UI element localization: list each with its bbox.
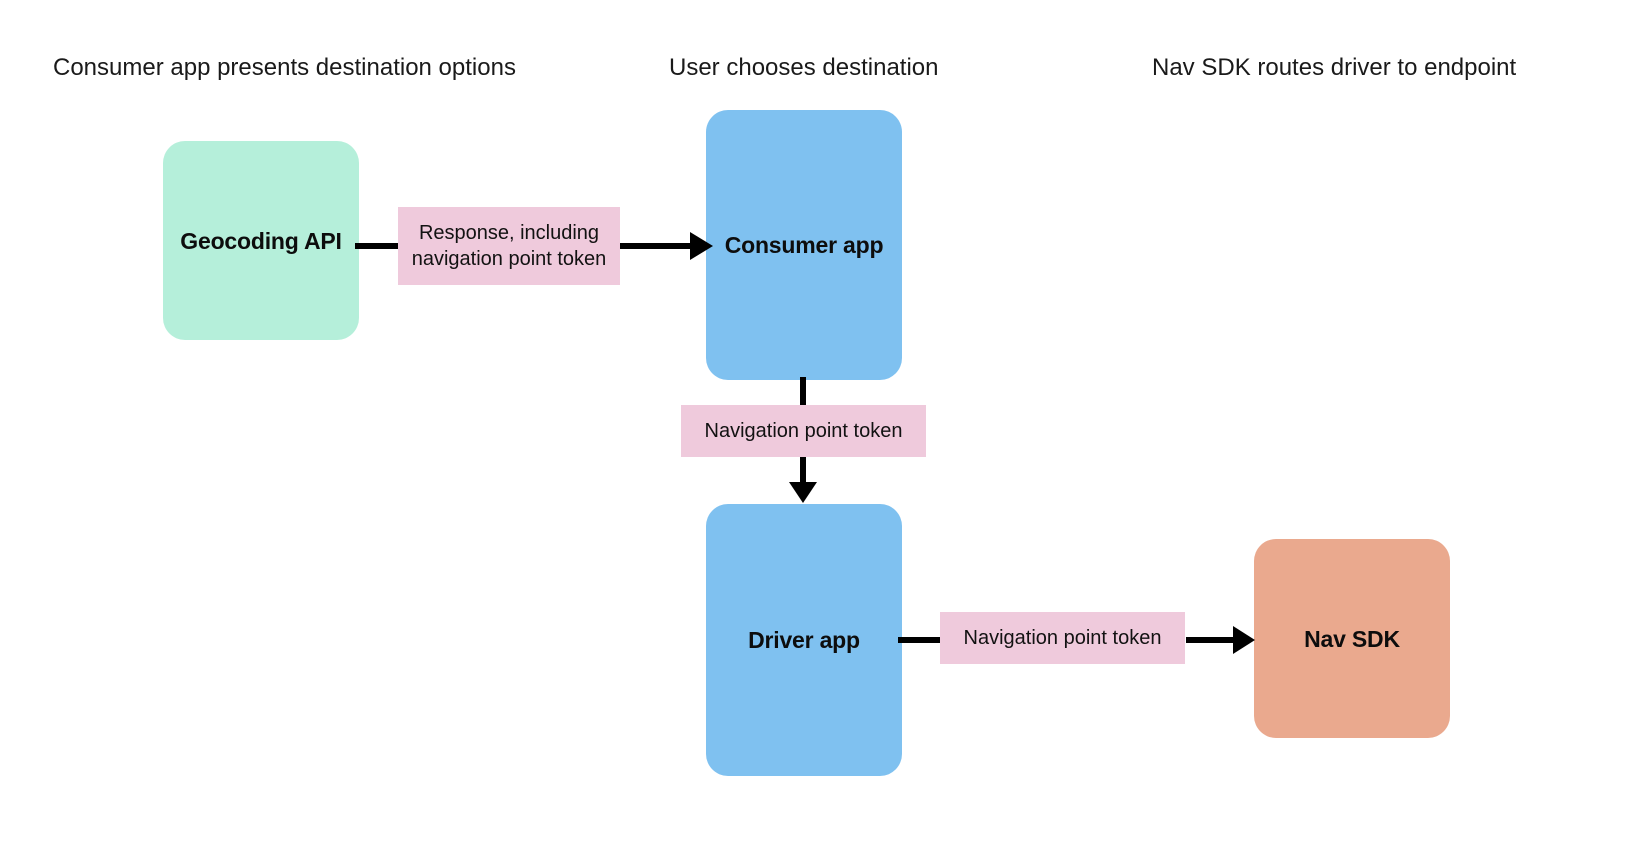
node-driver-app[interactable]: Driver app	[706, 504, 902, 776]
node-geocoding-api[interactable]: Geocoding API	[163, 141, 359, 340]
edge-label-navigation-point-token-horizontal: Navigation point token	[940, 612, 1185, 664]
column-header-nav-sdk: Nav SDK routes driver to endpoint	[1152, 54, 1517, 81]
node-consumer-app[interactable]: Consumer app	[706, 110, 902, 380]
edge-label-response-text: Response, including navigation point tok…	[411, 222, 607, 270]
edge-label-response-navigation-point-token: Response, including navigation point tok…	[398, 207, 620, 285]
node-nav-sdk-label: Nav SDK	[1304, 625, 1400, 652]
column-header-consumer-app: Consumer app presents destination option…	[53, 54, 516, 81]
edge-label-navigation-point-token-horizontal-text: Navigation point token	[963, 627, 1162, 649]
edge-label-navigation-point-token-vertical: Navigation point token	[681, 405, 926, 457]
edge-label-navigation-point-token-vertical-text: Navigation point token	[704, 420, 903, 442]
node-nav-sdk[interactable]: Nav SDK	[1254, 539, 1450, 738]
node-driver-app-label: Driver app	[748, 627, 860, 653]
node-geocoding-api-label: Geocoding API	[180, 227, 342, 254]
column-header-user-choice: User chooses destination	[669, 54, 939, 81]
connector-driver-to-navsdk	[898, 622, 1258, 658]
node-consumer-app-label: Consumer app	[724, 232, 884, 258]
